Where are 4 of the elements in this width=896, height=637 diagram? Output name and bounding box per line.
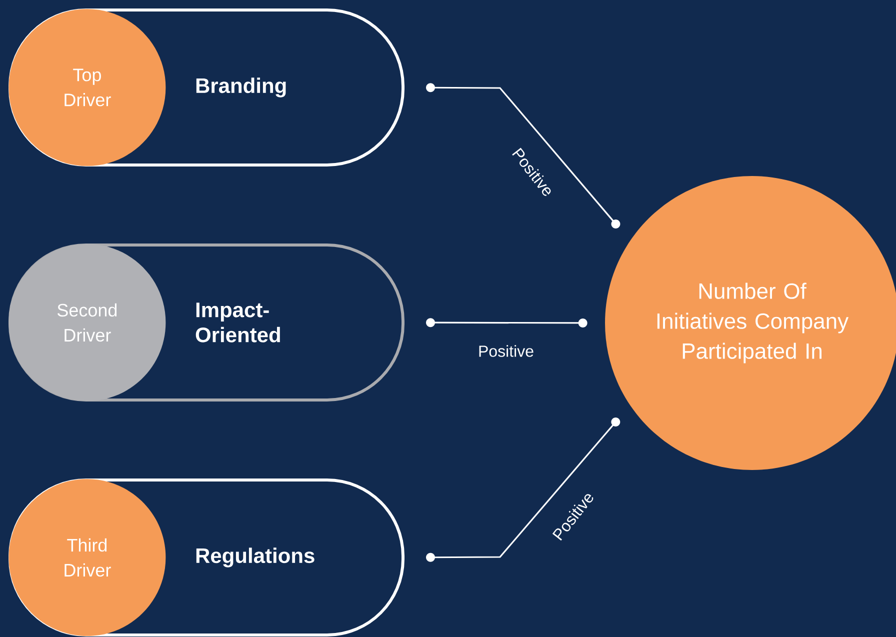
connector [426,83,620,228]
connector [426,318,588,328]
connector [426,418,620,562]
edge-label: Positive [479,345,534,357]
